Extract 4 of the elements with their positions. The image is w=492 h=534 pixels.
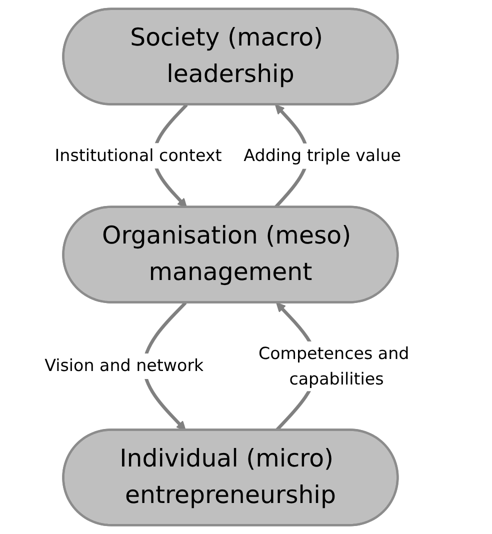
edge-label: Institutional context [54, 145, 222, 166]
edge-label: Adding triple value [244, 146, 402, 166]
edge-label: Competences and capabilities [258, 344, 410, 388]
edge-label: Vision and network [44, 356, 204, 376]
